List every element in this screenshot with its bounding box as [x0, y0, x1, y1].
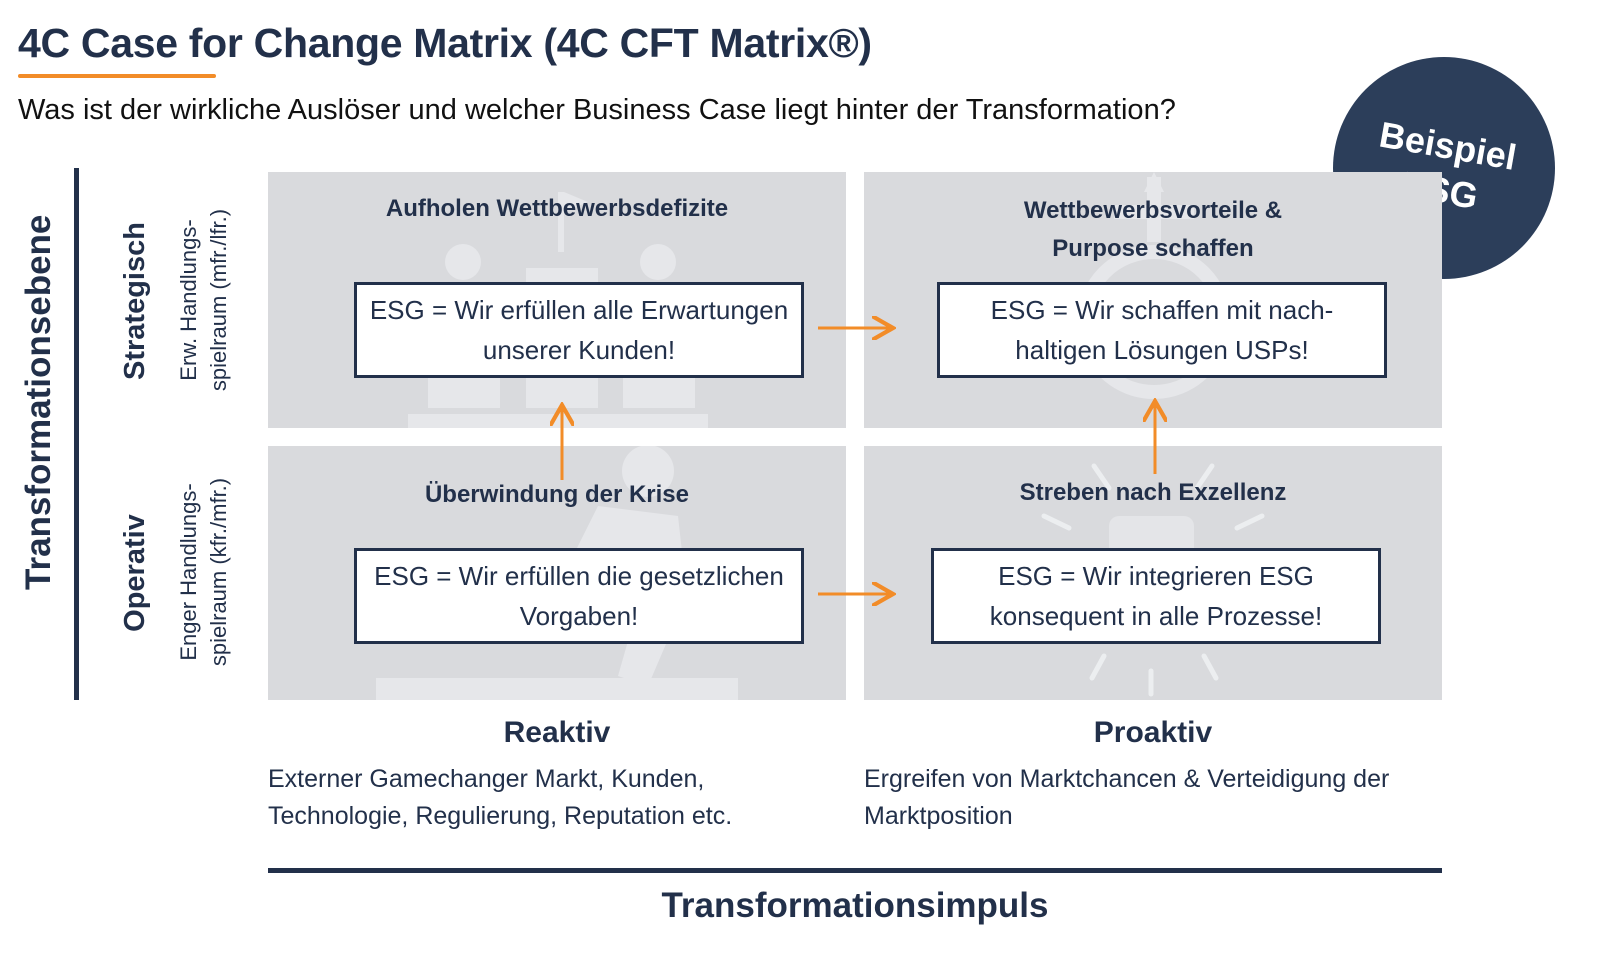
column-description-reaktiv: Externer Gamechanger Markt, Kunden, Tech… — [268, 765, 733, 830]
statement-box-top-right: ESG = Wir schaffen mit nach- haltigen Lö… — [937, 282, 1387, 378]
quadrant-title-top-left: Aufholen Wettbewerbsdefizite — [385, 195, 729, 222]
quadrant-title-bottom-left: Überwindung der Krise — [424, 481, 690, 508]
quadrant-title-bottom-right: Streben nach Exzellenz — [1019, 479, 1287, 506]
column-description-proaktiv: Ergreifen von Marktchancen & Verteidigun… — [864, 765, 1390, 830]
page-subtitle: Was ist der wirkliche Auslöser und welch… — [18, 94, 1176, 126]
title-underline — [18, 74, 216, 78]
row-sublabel-strategisch: Erw. Handlungs- spielraum (mfr./lfr.) — [176, 208, 231, 392]
x-axis-label: Transformationsimpuls — [661, 886, 1049, 925]
y-axis-label: Transformationsebene — [19, 214, 58, 590]
x-axis-line — [268, 868, 1442, 873]
statement-box-bottom-left: ESG = Wir erfüllen die gesetzlichen Vorg… — [354, 548, 804, 644]
row-sublabel-operativ: Enger Handlungs- spielraum (kfr./mfr.) — [176, 477, 231, 667]
statement-box-bottom-right: ESG = Wir integrieren ESG konsequent in … — [931, 548, 1381, 644]
quadrant-title-top-right: Wettbewerbsvorteile & Purpose schaffen — [1023, 197, 1283, 262]
column-label-reaktiv: Reaktiv — [503, 716, 611, 749]
y-axis-line — [74, 168, 79, 700]
column-label-proaktiv: Proaktiv — [1093, 716, 1213, 749]
row-label-operativ: Operativ — [119, 514, 151, 632]
statement-box-top-left: ESG = Wir erfüllen alle Erwartungen unse… — [354, 282, 804, 378]
page-title: 4C Case for Change Matrix (4C CFT Matrix… — [18, 20, 872, 66]
row-label-strategisch: Strategisch — [119, 222, 151, 380]
